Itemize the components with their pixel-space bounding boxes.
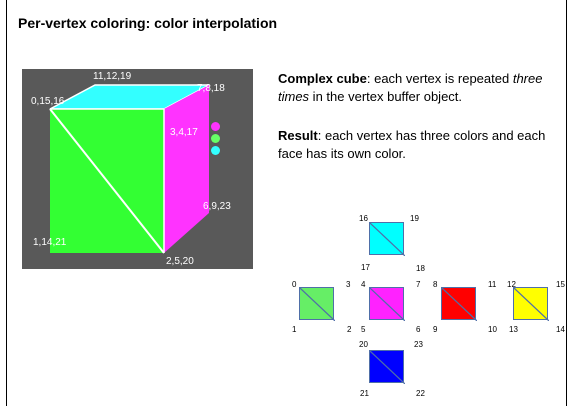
cube-vertex-label: 0,15,16: [31, 96, 65, 107]
result-term: Result: [278, 128, 318, 143]
paragraph-complex-cube: Complex cube: each vertex is repeated th…: [278, 70, 562, 106]
cube-illustration: 11,12,19 0,15,16 7,8,18 3,4,17 6,9,23 1,…: [22, 69, 253, 269]
net-vertex-label: 21: [360, 389, 369, 398]
net-face-top: [369, 222, 405, 256]
net-vertex-label: 15: [556, 280, 565, 289]
paragraph-result: Result: each vertex has three colors and…: [278, 127, 562, 163]
color-dot-green: [211, 134, 220, 143]
net-face-right: [441, 287, 477, 321]
net-vertex-label: 12: [507, 280, 516, 289]
net-face-front: [369, 287, 405, 321]
net-vertex-label: 5: [361, 325, 366, 334]
net-vertex-label: 19: [410, 214, 419, 223]
net-vertex-label: 9: [433, 325, 438, 334]
net-vertex-label: 17: [361, 263, 370, 272]
net-vertex-label: 4: [361, 280, 366, 289]
net-vertex-label: 3: [346, 280, 351, 289]
net-vertex-label: 22: [416, 389, 425, 398]
net-vertex-label: 16: [359, 214, 368, 223]
cube-drawing: [49, 84, 210, 254]
net-vertex-label: 18: [416, 264, 425, 273]
frame-right-border: [566, 0, 567, 406]
net-face-left: [299, 287, 335, 321]
net-vertex-label: 6: [416, 325, 421, 334]
color-dot-magenta: [211, 122, 220, 131]
net-vertex-label: 11: [488, 280, 497, 289]
net-vertex-label: 8: [433, 280, 438, 289]
net-vertex-label: 10: [488, 325, 497, 334]
cube-vertex-label: 3,4,17: [170, 127, 198, 138]
paragraph-text: : each vertex is repeated: [366, 71, 513, 86]
emphasis-text: three times: [278, 71, 543, 104]
net-vertex-label: 14: [556, 325, 565, 334]
cube-vertex-label: 6,9,23: [203, 201, 231, 212]
net-face-bottom: [369, 350, 405, 384]
net-vertex-label: 1: [292, 325, 297, 334]
cube-front-diagonal: [49, 108, 165, 254]
cube-vertex-label: 2,5,20: [166, 256, 194, 267]
net-vertex-label: 23: [414, 340, 423, 349]
net-face-back: [513, 287, 549, 321]
cube-vertex-label: 7,8,18: [197, 83, 225, 94]
complex-cube-term: Complex cube: [278, 71, 367, 86]
net-vertex-label: 7: [416, 280, 421, 289]
paragraph-text: : each vertex has three colors and each …: [278, 128, 546, 161]
net-vertex-label: 2: [347, 325, 352, 334]
cube-vertex-label: 1,14,21: [33, 237, 67, 248]
paragraph-text: in the vertex buffer object.: [309, 89, 463, 104]
cube-vertex-label: 11,12,19: [93, 71, 132, 82]
frame-left-border: [6, 0, 7, 406]
net-vertex-label: 13: [509, 325, 518, 334]
color-dot-cyan: [211, 146, 220, 155]
net-vertex-label: 0: [292, 280, 297, 289]
slide-title: Per-vertex coloring: color interpolation: [18, 15, 278, 31]
cube-right-face: [164, 85, 209, 253]
net-vertex-label: 20: [359, 340, 368, 349]
